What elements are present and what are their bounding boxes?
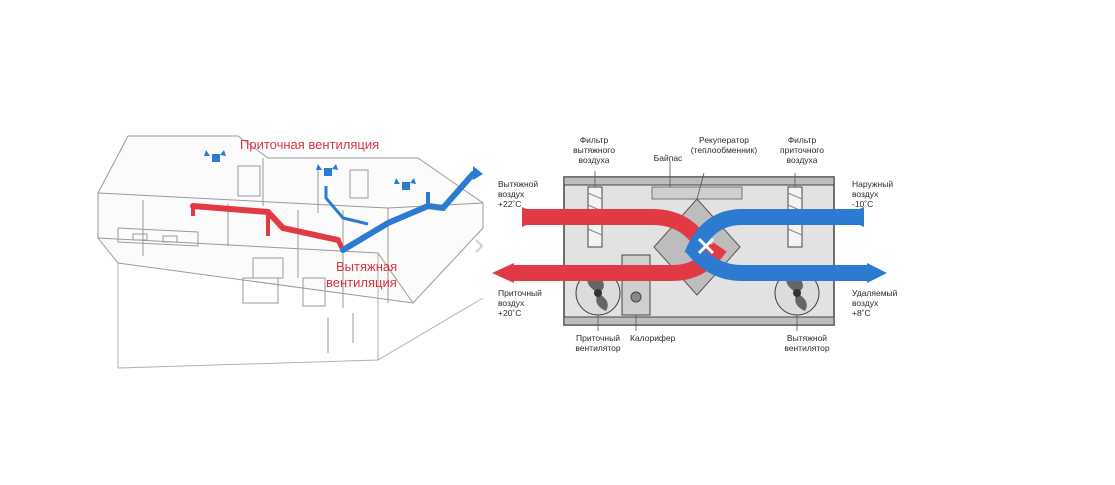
recuperator-label: Рекуператор(теплообменник) bbox=[690, 135, 758, 155]
heater-block bbox=[621, 254, 651, 316]
heater-label: Калорифер bbox=[630, 333, 676, 343]
unit-drawing bbox=[492, 161, 887, 331]
exhaust-ventilation-label-line1: Вытяжная bbox=[336, 259, 398, 274]
supply-ventilation-label: Приточная вентиляция bbox=[240, 137, 380, 152]
building-illustration: Приточная вентиляция Вытяжная вентиляция bbox=[88, 128, 500, 370]
building-drawing bbox=[97, 135, 484, 369]
bypass-label: Байпас bbox=[653, 153, 683, 163]
exhaust-ventilation-label-line2: вентиляция bbox=[326, 275, 397, 290]
cold-airflow bbox=[684, 207, 887, 283]
diffusers bbox=[204, 150, 416, 190]
exhaust-duct bbox=[324, 166, 483, 253]
